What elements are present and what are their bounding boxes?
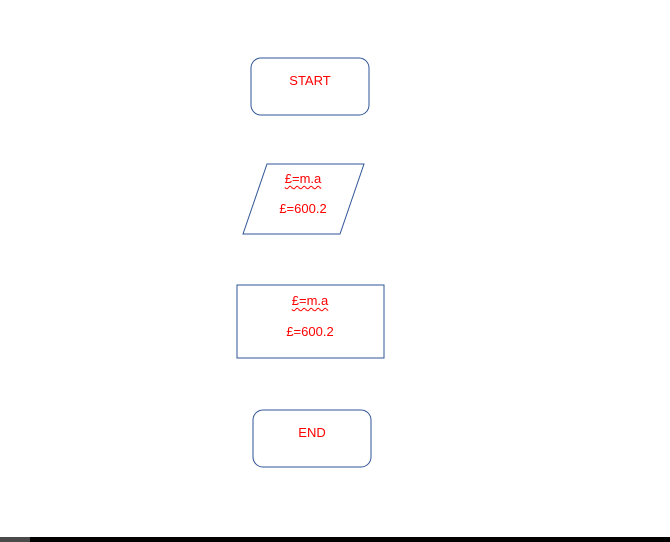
process-value-text: £=600.2 <box>286 324 334 339</box>
input-parallelogram-shape[interactable] <box>242 163 365 235</box>
bottom-edge-bar <box>0 537 670 542</box>
process-formula-text: £=m.a <box>291 293 329 308</box>
end-label: END <box>298 425 326 440</box>
end-terminator-shape[interactable] <box>252 409 372 468</box>
start-label: START <box>289 73 331 88</box>
bottom-edge-bar-segment <box>0 537 30 542</box>
start-terminator-shape[interactable] <box>250 57 370 116</box>
input-value-text: £=600.2 <box>279 201 327 216</box>
input-formula-text: £=m.a <box>284 171 322 186</box>
process-rectangle-shape[interactable] <box>236 284 385 359</box>
